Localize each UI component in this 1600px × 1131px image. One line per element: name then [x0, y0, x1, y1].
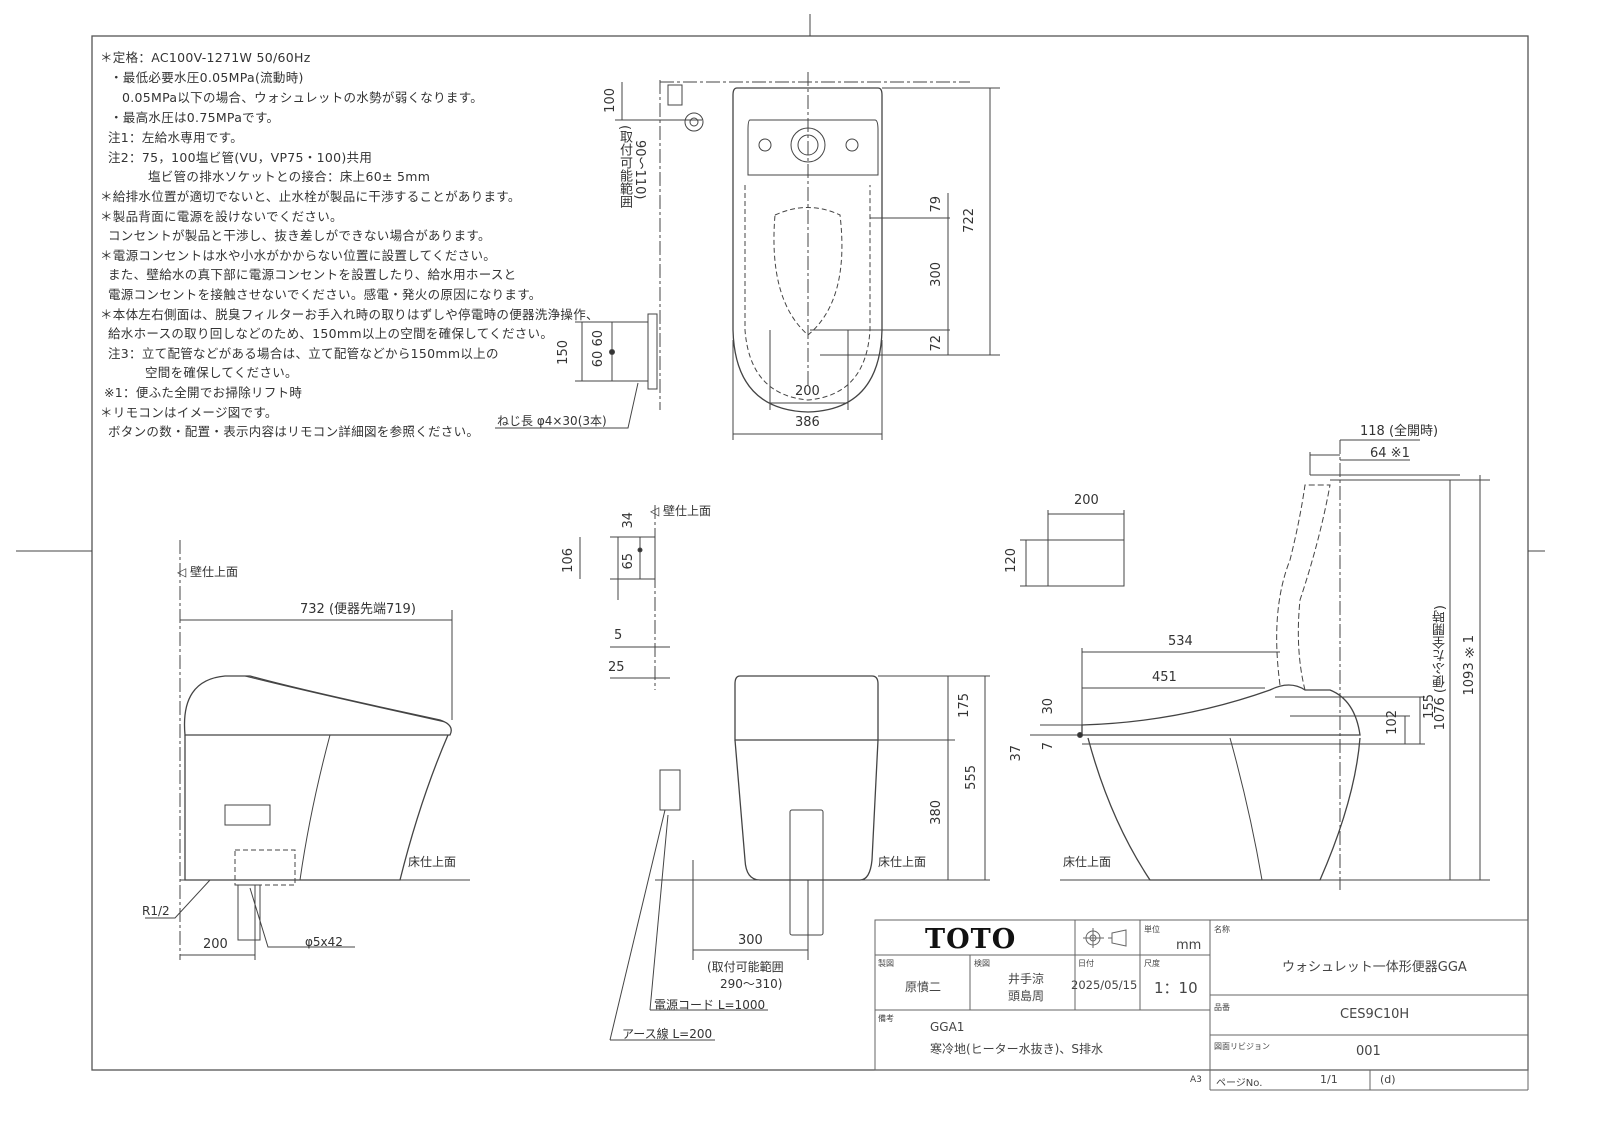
- note-line: 電源コンセントを接触させないでください。感電・発火の原因になります。: [108, 287, 542, 302]
- date-value: 2025/05/15: [1071, 978, 1138, 992]
- page-number: 1/1: [1320, 1073, 1338, 1086]
- product-name-label: 名称: [1214, 925, 1230, 934]
- note-line: ・最低必要水圧0.05MPa(流動時): [110, 70, 304, 85]
- screw-note: ねじ長 φ4×30(3本): [497, 414, 607, 428]
- remote-outline: [1047, 539, 1125, 587]
- scale-value: 1：10: [1154, 979, 1198, 997]
- dim-7: 7: [1041, 742, 1056, 751]
- dim-37: 37: [1009, 745, 1024, 762]
- dim-200: 200: [795, 384, 820, 399]
- top-view-drawing: [495, 72, 1000, 440]
- dim-64: 64 ※1: [1370, 446, 1410, 461]
- note-line: ＊本体左右側面は、脱臭フィルターお手入れ時の取りはずしや停電時の便器洗浄操作、: [100, 307, 599, 322]
- dim-386: 386: [795, 415, 820, 430]
- power-cord-label: 電源コード L=1000: [654, 998, 766, 1012]
- date-label: 日付: [1078, 959, 1094, 968]
- dim-30: 30: [1041, 698, 1056, 715]
- remote-side-drawing: [579, 505, 670, 690]
- phi-5x42-label: φ5x42: [305, 935, 343, 949]
- dim-106: 106: [561, 548, 576, 573]
- note-line: 0.05MPa以下の場合、ウォシュレットの水勢が弱くなります。: [122, 90, 484, 105]
- unit-label: 単位: [1144, 925, 1160, 934]
- note-line: ＊製品背面に電源を設けないでください。: [100, 209, 343, 224]
- dim-118: 118 (全開時): [1360, 424, 1439, 439]
- revision-label: 図面リビジョン: [1214, 1042, 1270, 1051]
- install-range-label: (取付可能範囲: [617, 125, 632, 209]
- remarks-line-2: 寒冷地(ヒーター水抜き)、S排水: [930, 1042, 1103, 1056]
- dim-34: 34: [621, 512, 636, 529]
- dim-300-front: 300: [738, 933, 763, 948]
- note-line: また、壁給水の真下部に電源コンセントを設置したり、給水用ホースと: [108, 267, 517, 282]
- note-line: コンセントが製品と干渉し、抜き差しができない場合があります。: [108, 228, 491, 243]
- remarks-label: 備考: [878, 1014, 894, 1023]
- thread-r12-label: R1/2: [142, 904, 170, 918]
- dim-1093: 1093 ※1: [1462, 635, 1477, 696]
- dim-534: 534: [1168, 634, 1193, 649]
- wall-finish-left-label: ◁ 壁仕上面: [177, 565, 239, 579]
- dim-60-60: 60 60: [591, 330, 606, 368]
- floor-finish-left-label: 床仕上面: [408, 855, 457, 869]
- floor-finish-right-label: 床仕上面: [1063, 855, 1112, 869]
- note-line: ＊定格：AC100V-1271W 50/60Hz: [100, 50, 311, 65]
- note-line: 給水ホースの取り回しなどのため、150mm以上の空間を確保してください。: [108, 326, 554, 341]
- note-line: 空間を確保してください。: [145, 365, 298, 380]
- page-suffix: (d): [1380, 1073, 1396, 1086]
- drawn-label: 製図: [878, 959, 894, 968]
- note-line: 注3：立て配管などがある場合は、立て配管などから150mm以上の: [108, 346, 499, 361]
- page-label: ページNo.: [1216, 1078, 1263, 1089]
- note-line: ＊リモコンはイメージ図です。: [100, 405, 278, 420]
- unit-value: mm: [1176, 938, 1202, 953]
- note-line: 注2：75，100塩ビ管(VU，VP75・100)共用: [108, 150, 373, 165]
- drawn-by: 原憤二: [905, 980, 942, 994]
- install-range-front-value: 290～310): [720, 977, 783, 991]
- revision-value: 001: [1356, 1044, 1381, 1059]
- note-line: ＊電源コンセントは水や小水がかからない位置に設置してください。: [100, 248, 497, 263]
- checked-by-1: 井手涼: [1008, 972, 1045, 986]
- front-view-drawing: [609, 675, 990, 1041]
- part-number: CES9C10H: [1340, 1007, 1410, 1022]
- floor-finish-label: 床仕上面: [878, 855, 927, 869]
- note-line: 塩ビ管の排水ソケットとの接合：床上60± 5mm: [148, 169, 431, 184]
- dim-380: 380: [929, 800, 944, 825]
- dim-25: 25: [608, 660, 625, 675]
- dim-5: 5: [614, 628, 623, 643]
- dim-79: 79: [929, 196, 944, 213]
- dim-451: 451: [1152, 670, 1177, 685]
- dim-72: 72: [929, 335, 944, 352]
- earth-wire-label: アース線 L=200: [622, 1027, 713, 1041]
- dim-200-left: 200: [203, 937, 228, 952]
- remote-height: 120: [1004, 548, 1019, 573]
- dim-150: 150: [556, 340, 571, 365]
- remarks-line-1: GGA1: [930, 1020, 965, 1034]
- toto-logo: TOTO: [925, 924, 1017, 955]
- product-name: ウォシュレット一体形便器GGA: [1282, 960, 1467, 975]
- right-side-drawing: [1020, 439, 1490, 890]
- note-line: ＊給排水位置が適切でないと、止水栓が製品に干渉することがあります。: [100, 189, 521, 204]
- checked-by-2: 頭島周: [1008, 989, 1045, 1003]
- scale-label: 尺度: [1144, 959, 1160, 968]
- left-side-drawing: [145, 540, 470, 960]
- dim-722: 722: [962, 208, 977, 233]
- remote-width: 200: [1074, 493, 1099, 508]
- install-range-front-label: (取付可能範囲: [707, 960, 784, 974]
- note-line: 注1：左給水専用です。: [108, 130, 244, 145]
- dim-100: 100: [603, 88, 618, 113]
- note-line: ・最高水圧は0.75MPaです。: [110, 110, 280, 125]
- dim-1076: 1076 (便ふた全開時): [1433, 605, 1448, 731]
- note-line: ボタンの数・配置・表示内容はリモコン詳細図を参照ください。: [108, 424, 480, 439]
- dim-102: 102: [1385, 710, 1400, 735]
- wall-finish-label: ◁ 壁仕上面: [650, 504, 712, 518]
- note-line: ※1：便ふた全開でお掃除リフト時: [104, 385, 303, 400]
- part-number-label: 品番: [1214, 1003, 1230, 1012]
- dim-555: 555: [964, 765, 979, 790]
- dim-65: 65: [621, 553, 636, 570]
- dim-175: 175: [957, 693, 972, 718]
- dim-732: 732 (便器先端719): [300, 602, 416, 617]
- title-block-grid: [874, 919, 1529, 1091]
- checked-label: 検図: [974, 959, 990, 968]
- paper-size: A3: [1190, 1075, 1202, 1085]
- dim-300: 300: [929, 262, 944, 287]
- install-range-value: 90～110): [632, 140, 647, 200]
